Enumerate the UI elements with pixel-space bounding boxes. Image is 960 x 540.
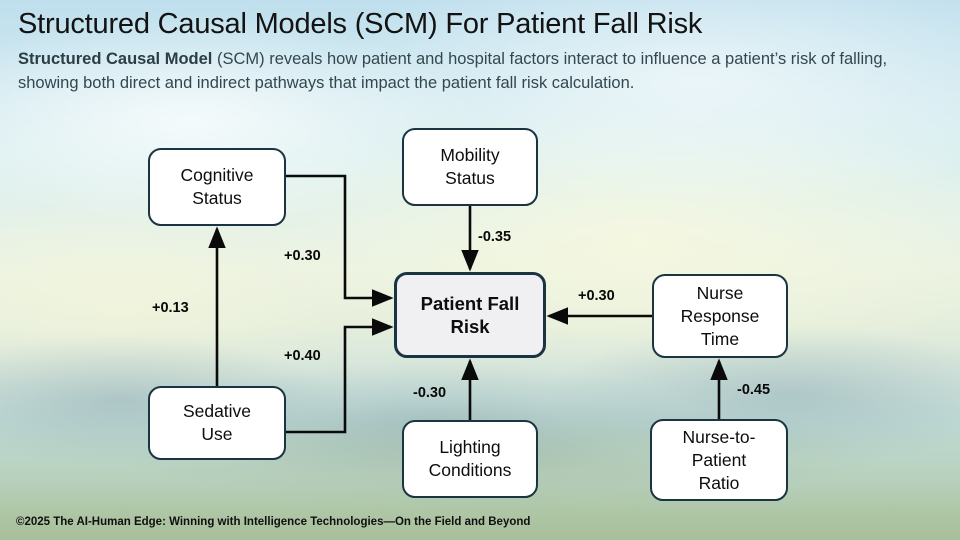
subtitle-rest: (SCM) reveals how patient and hospital f… xyxy=(18,50,888,92)
subtitle-lead: Structured Causal Model xyxy=(18,50,213,68)
slide-header: Structured Causal Models (SCM) For Patie… xyxy=(18,6,948,95)
node-nurse-response-time[interactable]: Nurse Response Time xyxy=(652,274,788,358)
node-sedative-use[interactable]: Sedative Use xyxy=(148,386,286,460)
edge-label-sedative-use-to-patient-fall-risk: +0.40 xyxy=(284,348,321,364)
edge-label-nurse-patient-ratio-to-nurse-response-time: -0.45 xyxy=(737,382,771,398)
edge-label-nurse-response-time-to-patient-fall-risk: +0.30 xyxy=(578,288,615,304)
page-subtitle: Structured Causal Model (SCM) reveals ho… xyxy=(18,47,948,95)
edge-label-lighting-conditions-to-patient-fall-risk: -0.30 xyxy=(413,385,447,401)
node-mobility-status[interactable]: Mobility Status xyxy=(402,128,538,206)
node-patient-fall-risk[interactable]: Patient Fall Risk xyxy=(394,272,546,358)
page-title: Structured Causal Models (SCM) For Patie… xyxy=(18,8,703,40)
footer-copyright: ©2025 The AI-Human Edge: Winning with In… xyxy=(16,516,531,528)
edge-label-sedative-use-to-cognitive-status: +0.13 xyxy=(152,300,189,316)
edge-label-cognitive-status-to-patient-fall-risk: +0.30 xyxy=(284,248,321,264)
node-cognitive-status[interactable]: Cognitive Status xyxy=(148,148,286,226)
node-nurse-patient-ratio[interactable]: Nurse-to- Patient Ratio xyxy=(650,419,788,501)
edge-cognitive-status-to-patient-fall-risk xyxy=(286,174,394,307)
edge-label-mobility-status-to-patient-fall-risk: -0.35 xyxy=(478,229,512,245)
node-lighting-conditions[interactable]: Lighting Conditions xyxy=(402,420,538,498)
edge-sedative-use-to-patient-fall-risk xyxy=(286,318,394,434)
